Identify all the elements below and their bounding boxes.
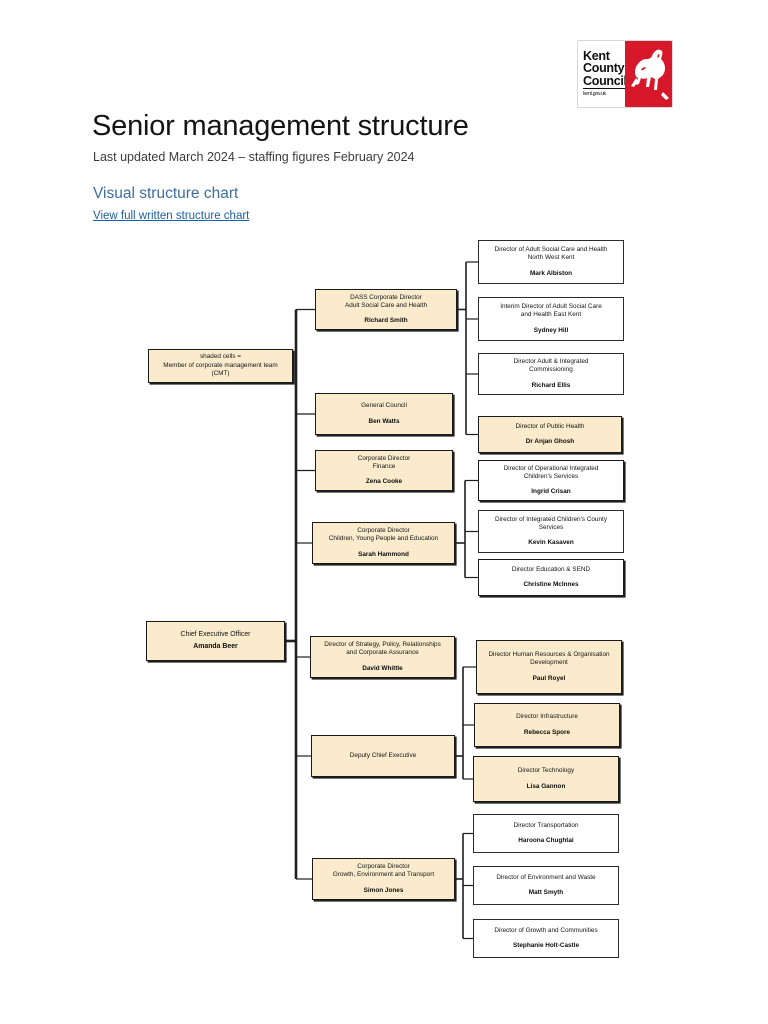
- logo-url: kent.gov.uk: [583, 88, 625, 98]
- org-node-person: Christine McInnes: [523, 581, 579, 588]
- org-node-person: David Whittle: [362, 664, 403, 672]
- org-node-person: Zena Cooke: [365, 478, 403, 486]
- logo-wordmark: Kent County Council kent.gov.uk: [578, 41, 627, 107]
- org-node-dir-education-send[interactable]: Director Education & SEND Christine McInn…: [478, 559, 624, 596]
- org-node-role: Director Technology: [517, 767, 575, 775]
- org-node-role: shaded cells =Member of corporate manage…: [163, 353, 278, 378]
- page-subtitle: Last updated March 2024 – staffing figur…: [93, 150, 415, 164]
- org-node-role: Chief Executive Officer: [180, 630, 251, 638]
- section-heading-visual-structure-chart: Visual structure chart: [93, 185, 239, 202]
- org-node-person: Richard Ellis: [531, 381, 571, 389]
- org-node-person: Matt Smyth: [528, 889, 564, 896]
- org-node-role: Director of Adult Social Care and Health…: [494, 246, 608, 262]
- org-node-person: Ben Watts: [368, 417, 400, 425]
- view-full-written-structure-chart-link[interactable]: View full written structure chart: [93, 210, 250, 222]
- org-node-person: Kevin Kasaven: [528, 539, 574, 547]
- org-node-role: Director of Public Health: [515, 422, 585, 430]
- org-node-dir-integrated-childrens-county[interactable]: Director of Integrated Children's County…: [478, 510, 624, 553]
- org-node-person: Dr Anjan Ghosh: [525, 438, 575, 445]
- page-title: Senior management structure: [92, 110, 469, 142]
- org-node-person: Richard Smith: [364, 317, 408, 325]
- org-node-dir-public-health[interactable]: Director of Public Health Dr Anjan Ghosh: [478, 416, 622, 453]
- org-node-person: Sydney Hill: [533, 326, 569, 334]
- org-node-legend[interactable]: shaded cells =Member of corporate manage…: [148, 349, 293, 383]
- org-node-person: Haroona Chughtai: [518, 837, 574, 844]
- org-node-role: Deputy Chief Executive: [349, 751, 417, 759]
- org-node-person: Ingrid Crisan: [531, 488, 571, 496]
- org-node-role: Director of Integrated Children's County…: [494, 515, 608, 531]
- logo-line-county: County: [583, 61, 625, 76]
- org-node-dir-asch-nw[interactable]: Director of Adult Social Care and Health…: [478, 240, 624, 284]
- org-node-person: Sarah Hammond: [358, 550, 409, 558]
- org-node-role: Director of Environment and Waste: [496, 873, 596, 881]
- org-node-person: Rebecca Spore: [523, 728, 571, 736]
- org-node-person: Mark Albiston: [529, 269, 573, 277]
- kent-county-council-logo: Kent County Council kent.gov.uk: [577, 40, 673, 108]
- logo-line-kent: Kent: [583, 48, 610, 63]
- org-node-deputy-ceo[interactable]: Deputy Chief Executive: [311, 735, 455, 777]
- org-node-role: General Council: [361, 402, 407, 410]
- org-node-dir-strategy[interactable]: Director of Strategy, Policy, Relationsh…: [310, 636, 455, 678]
- org-node-role: Director of Growth and Communities: [494, 926, 598, 934]
- org-node-person: Paul Royel: [532, 674, 566, 682]
- rampant-horse-icon: [625, 41, 672, 107]
- org-node-role: Director of Strategy, Policy, Relationsh…: [324, 641, 441, 657]
- org-node-person: Lisa Gannon: [526, 782, 566, 790]
- org-node-person: Amanda Beer: [193, 643, 238, 650]
- logo-line-council: Council: [583, 73, 627, 88]
- org-node-person: Simon Jones: [363, 886, 404, 894]
- org-node-person: Stephanie Holt-Castle: [512, 942, 580, 949]
- org-node-role: Director Education & SEND: [511, 565, 591, 573]
- org-node-role: Director Infrastructure: [516, 713, 578, 721]
- org-node-role: Director Transportation: [513, 821, 579, 829]
